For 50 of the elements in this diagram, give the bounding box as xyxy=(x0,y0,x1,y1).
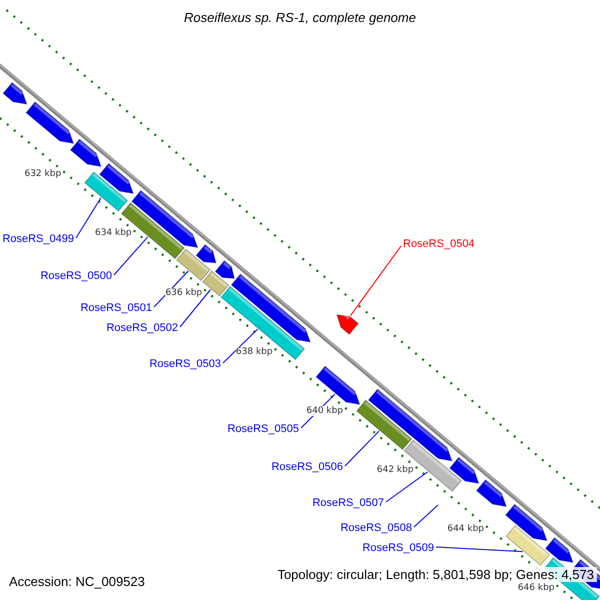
title: Roseiflexus sp. RS-1, complete genome xyxy=(183,10,417,25)
gene-segment xyxy=(2,82,28,105)
gene-segment xyxy=(70,138,102,168)
gene-label: RoseRS_0505 xyxy=(227,423,299,436)
gene-segment xyxy=(476,479,508,508)
leader-line xyxy=(114,236,148,276)
gene-label: RoseRS_0509 xyxy=(362,542,434,555)
gene-bar xyxy=(505,524,550,566)
gene-label: RoseRS_0503 xyxy=(149,358,221,371)
leader-line xyxy=(414,504,438,528)
scale-label: 642 kbp xyxy=(376,464,414,475)
gene-segment xyxy=(544,537,574,564)
gene-segment xyxy=(98,162,134,194)
gene-label: RoseRS_0504 xyxy=(403,238,475,251)
scale-label: 632 kbp xyxy=(24,169,62,180)
leader-line xyxy=(344,430,380,466)
gene-segment xyxy=(449,456,480,484)
gene-bar xyxy=(84,171,128,212)
gene-segment xyxy=(230,274,311,343)
gene-label: RoseRS_0507 xyxy=(312,497,384,510)
scale-label: 644 kbp xyxy=(447,524,484,534)
gene-bar xyxy=(220,286,306,360)
leader-line xyxy=(386,471,428,502)
gene-label: RoseRS_0501 xyxy=(80,302,152,315)
leader-line xyxy=(350,246,402,316)
scale-label: 640 kbp xyxy=(306,406,344,416)
scale-label: 634 kbp xyxy=(94,228,132,238)
gene-label: RoseRS_0500 xyxy=(40,270,112,283)
gene-segment xyxy=(25,101,74,144)
gene-segment xyxy=(214,260,235,279)
gene-bar xyxy=(176,248,211,282)
gene-segment xyxy=(368,388,453,462)
leader-line xyxy=(222,328,258,364)
gene-label: RoseRS_0506 xyxy=(271,461,343,474)
gene-bar xyxy=(202,270,230,297)
scale-label: 636 kbp xyxy=(165,288,202,298)
accession-text: Accession: NC_009523 xyxy=(9,574,145,589)
gene-label: RoseRS_0502 xyxy=(106,322,178,335)
scale-label: 646 kbp xyxy=(518,583,555,594)
gene-label: RoseRS_0508 xyxy=(340,522,412,535)
gene-label: RoseRS_0499 xyxy=(2,233,74,246)
gene-segment xyxy=(504,504,548,542)
leader-line xyxy=(180,289,211,328)
scale-label: 638 kbp xyxy=(236,346,273,357)
gene-segment xyxy=(131,190,198,248)
leader-line xyxy=(76,197,102,238)
leader-line xyxy=(436,546,524,552)
gene-segment xyxy=(315,366,360,405)
gene-segment xyxy=(195,244,217,264)
gene-bar xyxy=(356,400,412,450)
